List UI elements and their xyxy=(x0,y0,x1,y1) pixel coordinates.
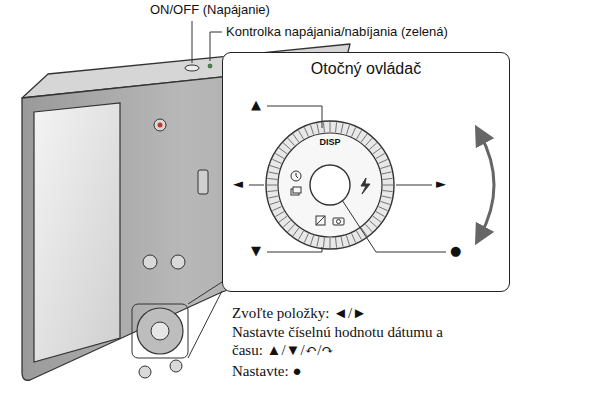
center-button-small xyxy=(151,322,169,340)
inset-heading: Otočný ovládač xyxy=(223,59,509,78)
zoom-frame xyxy=(132,304,188,358)
button xyxy=(139,366,151,378)
power-button xyxy=(185,65,199,71)
direction-symbol: ● xyxy=(450,243,461,259)
instruction-text: Zvoľte položky: ◄/► xyxy=(232,304,367,322)
strap-lug xyxy=(198,170,208,194)
direction-symbol: ► xyxy=(436,176,446,192)
control-wheel-small xyxy=(137,308,183,354)
button xyxy=(171,255,185,269)
instruction-text: Nastavte: ● xyxy=(232,362,301,380)
inset-ground xyxy=(222,52,510,292)
direction-symbol: ▼ xyxy=(251,243,261,259)
leader-lines xyxy=(249,106,446,252)
lcd-screen xyxy=(34,103,120,362)
control-wheel xyxy=(266,121,394,249)
inset-frame: Otočný ovládač xyxy=(222,52,510,292)
button xyxy=(143,255,157,269)
direction-symbol: ◄ xyxy=(233,176,243,192)
part-name: ON/OFF (Napájanie) xyxy=(150,2,270,18)
dial-marking: DISP xyxy=(319,137,340,148)
movie-button xyxy=(154,119,166,131)
leader-line xyxy=(192,21,193,63)
leader-line xyxy=(210,32,222,61)
direction-symbol: ▲ xyxy=(251,97,261,113)
instruction-text: Nastavte číselnú hodnotu dátumu a času: … xyxy=(232,323,470,359)
power-lamp xyxy=(208,64,212,68)
rotation-arrow xyxy=(480,134,494,236)
zoom-line xyxy=(188,291,222,358)
dial-icons xyxy=(291,171,370,225)
button xyxy=(170,360,182,372)
part-name: Kontrolka napájania/nabíjania (zelená) xyxy=(226,24,448,40)
movie-dot xyxy=(158,123,163,128)
